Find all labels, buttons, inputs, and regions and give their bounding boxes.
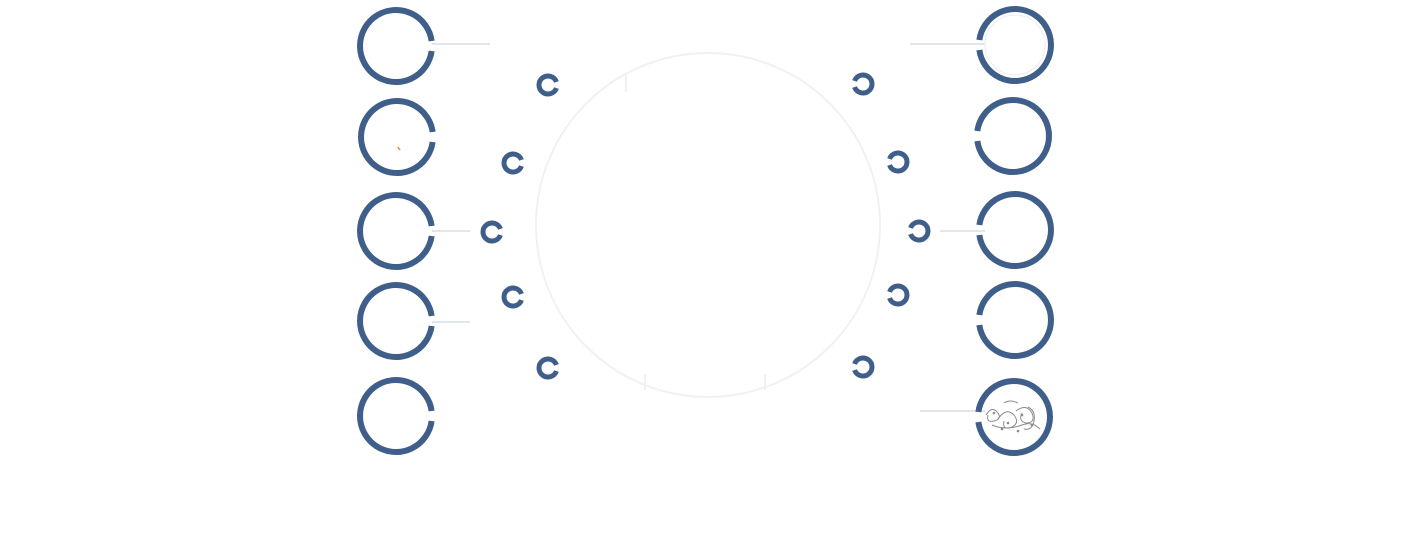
right-dot-arc xyxy=(852,72,931,379)
right-node-ring xyxy=(974,97,1052,175)
left-dot-1 xyxy=(536,73,559,97)
left-node-5 xyxy=(357,377,435,455)
left-dot-5 xyxy=(536,356,559,380)
left-node-3 xyxy=(357,192,435,270)
left-dot-3 xyxy=(480,220,503,244)
left-dot-4 xyxy=(501,285,524,309)
left-node-ring xyxy=(357,7,435,85)
right-node-ring xyxy=(976,281,1054,359)
right-dot-5 xyxy=(852,355,875,379)
left-dot-2 xyxy=(501,151,524,175)
right-node-column xyxy=(974,6,1054,456)
left-dot-arc xyxy=(480,73,559,380)
right-node-ring xyxy=(976,6,1054,84)
center-circle xyxy=(535,52,881,398)
scribble-dot xyxy=(1016,429,1020,433)
left-node-ring xyxy=(357,282,435,360)
scribble-dot xyxy=(1000,427,1004,431)
left-node-2 xyxy=(358,98,436,176)
scribble-dot xyxy=(992,411,996,415)
scribble-dot xyxy=(1020,413,1024,417)
right-node-ring xyxy=(975,378,1053,456)
left-node-ring xyxy=(357,192,435,270)
left-node-column xyxy=(357,7,436,455)
right-dot-2 xyxy=(887,150,910,174)
right-dot-4 xyxy=(887,283,910,307)
scribble-icon xyxy=(985,400,1041,433)
left-node-4 xyxy=(357,282,435,360)
inner-faint-ring xyxy=(984,14,1046,76)
left-node-1 xyxy=(357,7,435,85)
scribble-stroke xyxy=(991,423,1041,430)
right-node-3 xyxy=(976,191,1054,269)
right-node-1 xyxy=(976,6,1054,84)
right-dot-1 xyxy=(852,72,875,96)
scribble-stroke xyxy=(1023,406,1035,430)
right-node-ring xyxy=(976,191,1054,269)
scribble-stroke xyxy=(1003,400,1019,404)
scribble-stroke xyxy=(1015,407,1034,424)
scribble-dot xyxy=(1030,423,1034,427)
accent-mark xyxy=(397,146,401,151)
right-node-4 xyxy=(976,281,1054,359)
right-node-5 xyxy=(975,378,1053,456)
scribble-dot xyxy=(1006,421,1010,425)
right-node-2 xyxy=(974,97,1052,175)
left-node-ring xyxy=(358,98,436,176)
right-dot-3 xyxy=(908,219,931,243)
center-hub xyxy=(535,52,881,398)
left-node-ring xyxy=(357,377,435,455)
connectors xyxy=(432,43,985,412)
